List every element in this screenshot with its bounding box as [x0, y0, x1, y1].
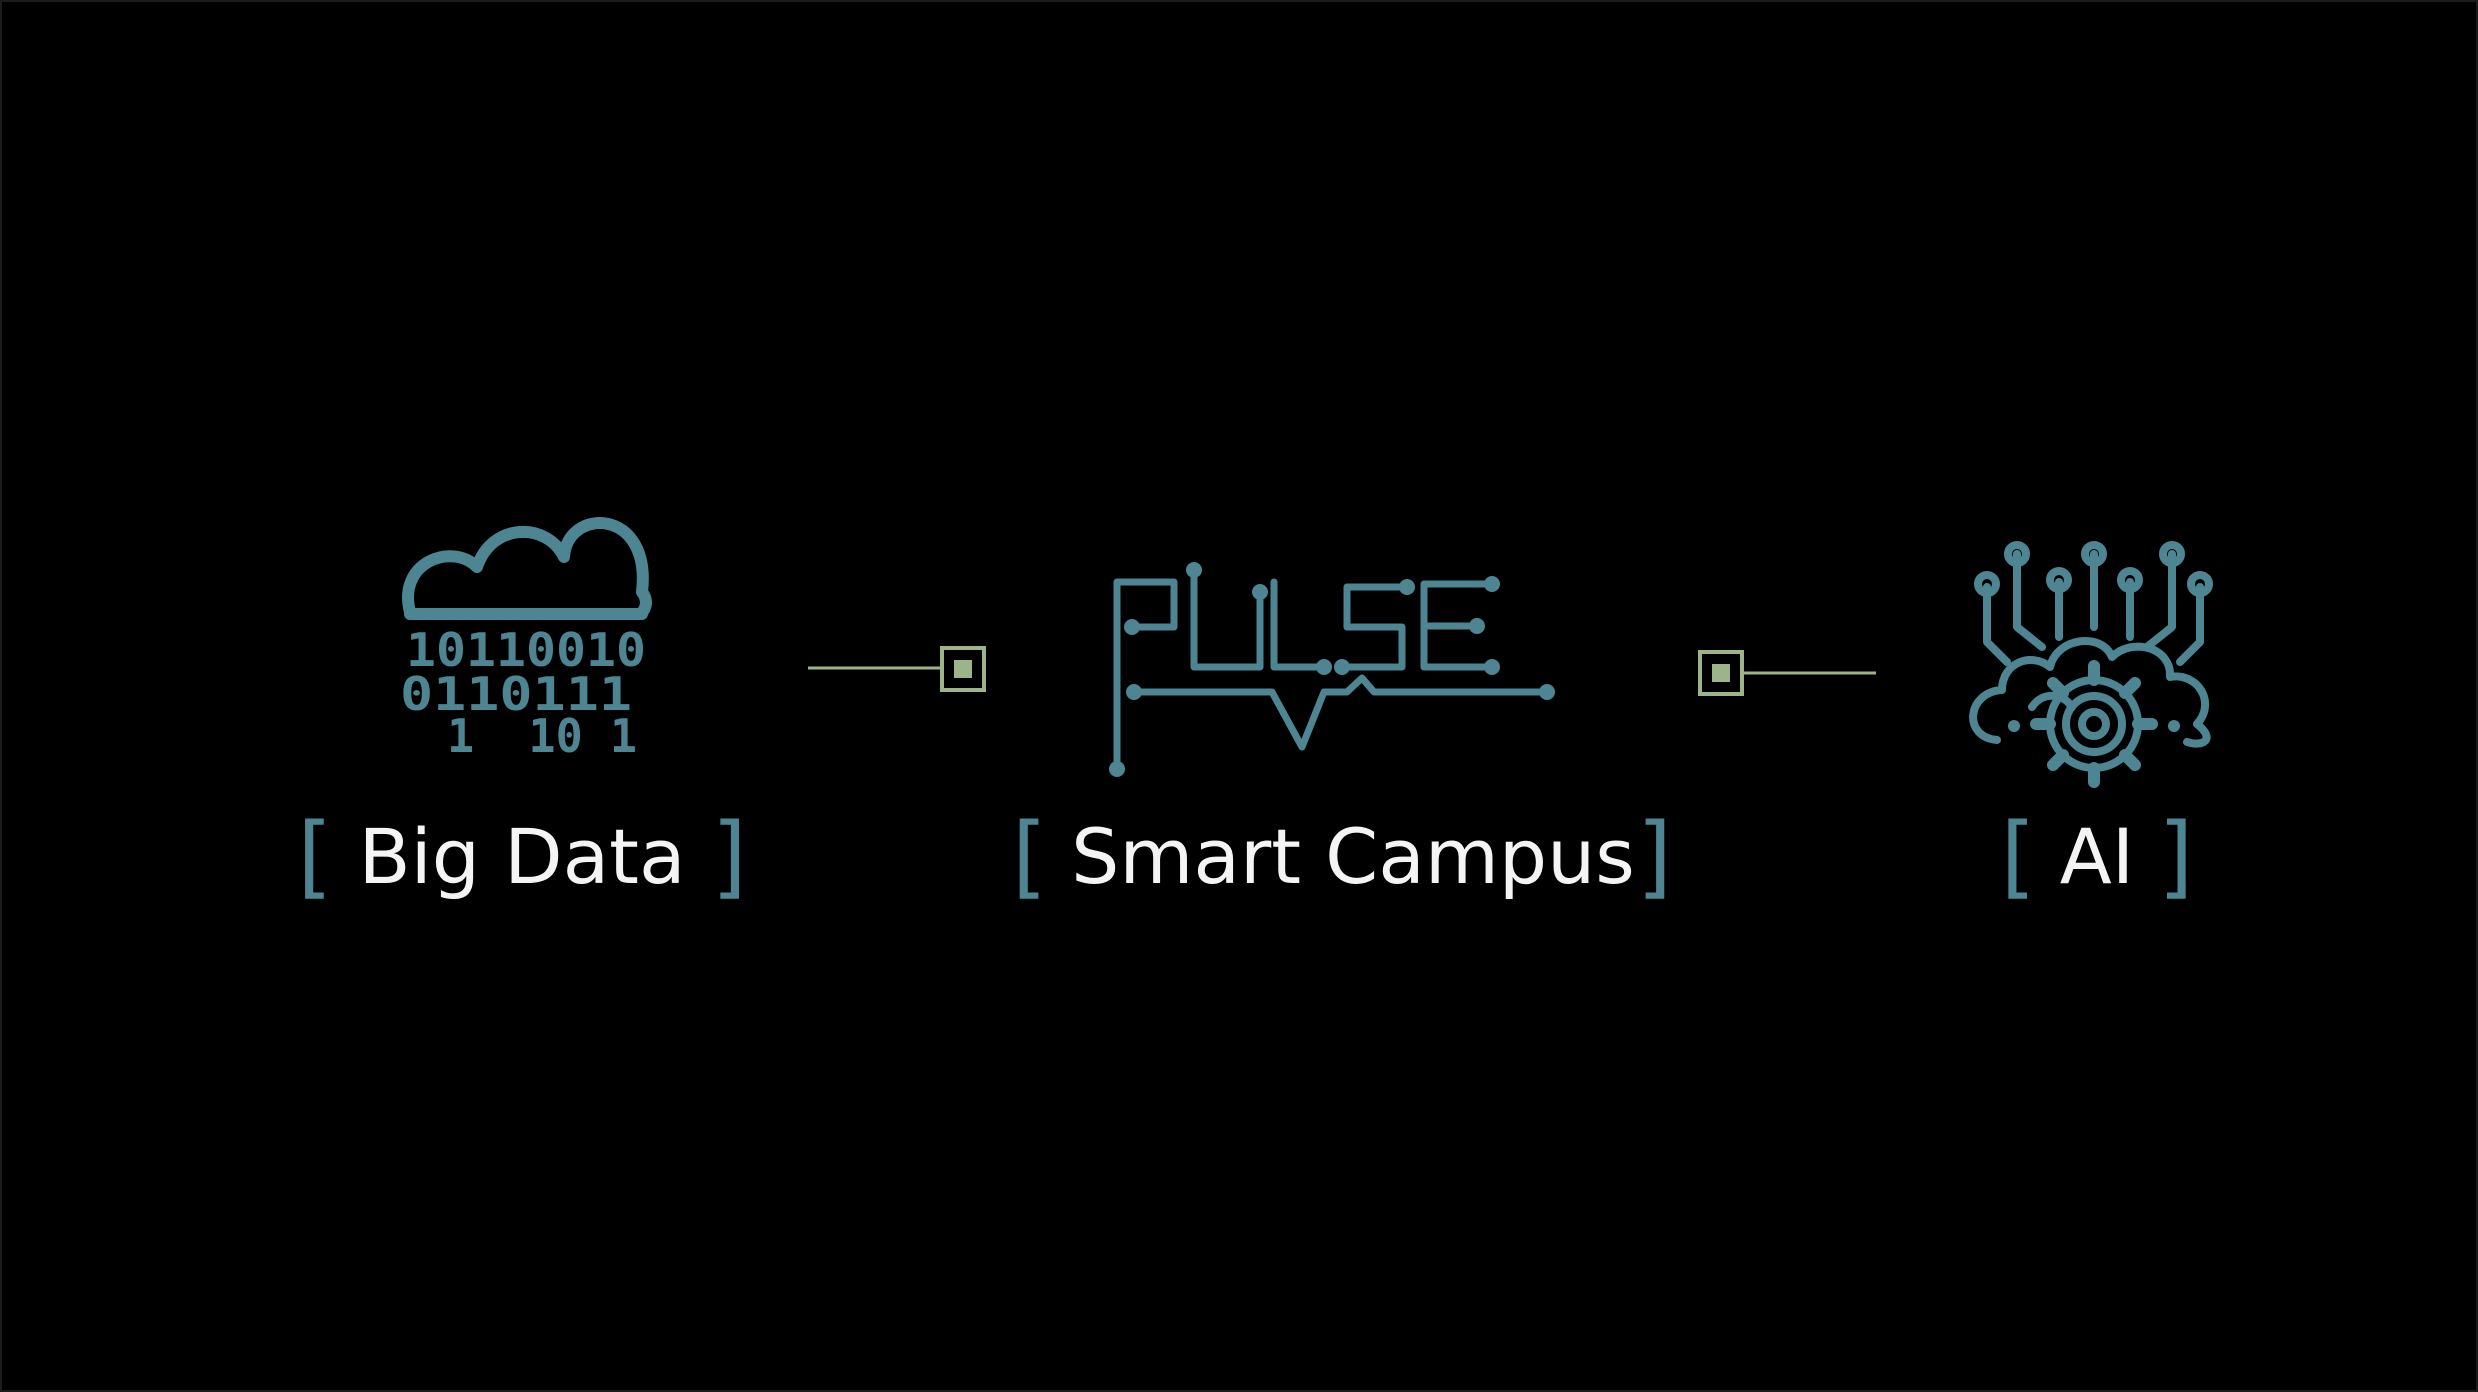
pulse-circuit-logo [1109, 562, 1555, 777]
smart-campus-text: Smart Campus [1071, 812, 1635, 901]
bracket-close: ] [711, 804, 747, 909]
bracket-open: [ [2000, 804, 2036, 909]
binary-row-2: 0110111 [400, 667, 632, 721]
binary-row-1: 10110010 [406, 623, 646, 677]
connector-right [1698, 650, 1876, 696]
bracket-open: [ [297, 804, 333, 909]
binary-row-3: 1 10 1 [447, 709, 637, 763]
bracket-close: ] [1636, 804, 1672, 909]
ai-cloud-gear-icon [1969, 541, 2213, 788]
connector-left [808, 646, 986, 692]
ai-text: AI [2059, 812, 2135, 901]
ai-label: [ AI ] [1987, 797, 2207, 917]
bracket-open: [ [1012, 804, 1048, 909]
cloud-binary-data-icon: 10110010 0110111 1 10 1 [400, 517, 652, 763]
smart-campus-label: [ Smart Campus ] [1012, 797, 1672, 917]
connector-square-icon [940, 646, 986, 692]
bracket-close: ] [2158, 804, 2194, 909]
big-data-label: [ Big Data ] [297, 797, 746, 917]
big-data-text: Big Data [358, 812, 686, 901]
